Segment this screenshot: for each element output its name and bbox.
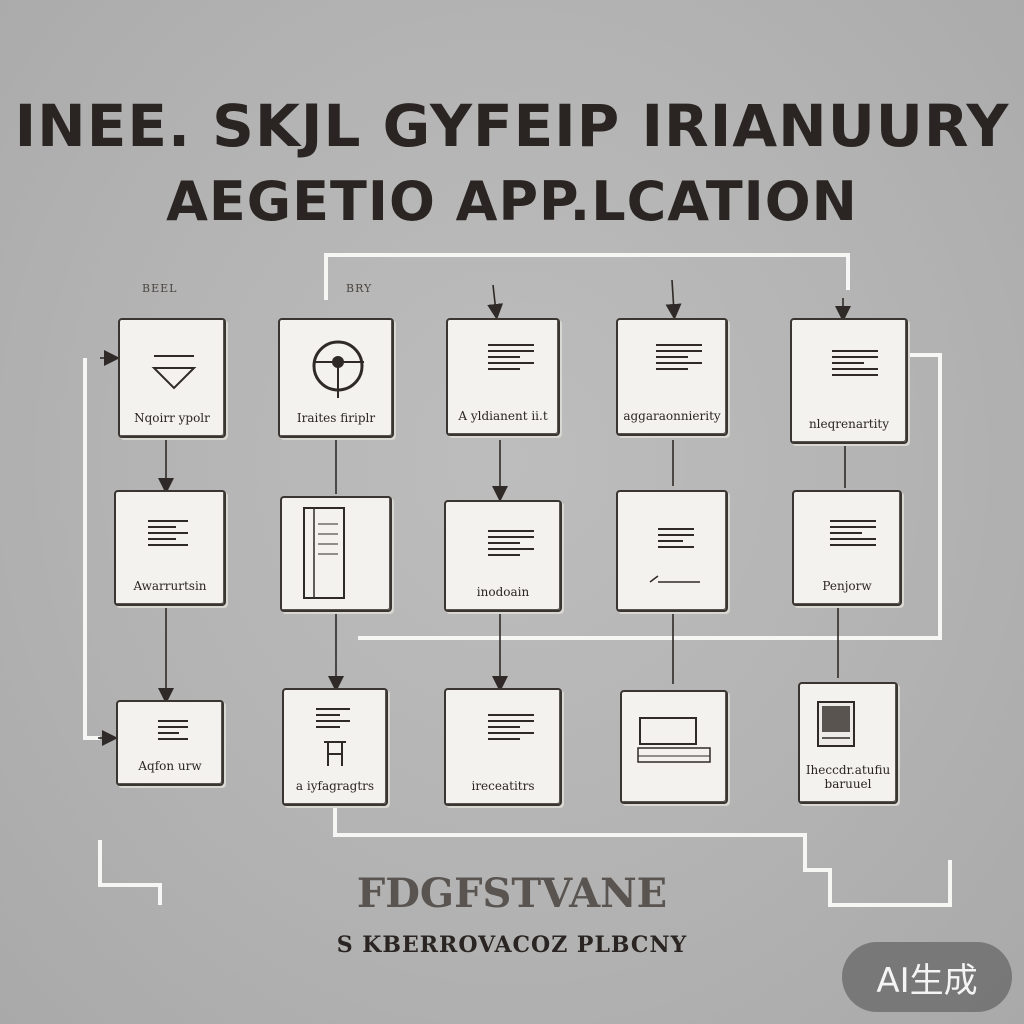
frame-icon xyxy=(637,717,711,763)
ai-generated-badge: AI生成 xyxy=(842,942,1012,1012)
footer-heading: FDGFSTVANE xyxy=(356,870,668,917)
node-label: A yldianent ii.t xyxy=(458,409,548,424)
document-icon xyxy=(488,530,534,566)
flow-node[interactable]: Awarrurtsin xyxy=(114,490,226,606)
node-label: ireceatitrs xyxy=(471,779,535,794)
right-bus-wire xyxy=(358,353,942,640)
node-label: Penjorw xyxy=(822,579,872,594)
top-bus-wire xyxy=(324,253,850,300)
triangle-icon xyxy=(151,355,197,390)
document-icon xyxy=(830,520,876,556)
flow-node[interactable]: Aqfon urw xyxy=(116,700,224,786)
flow-node[interactable]: nleqrenartity xyxy=(790,318,908,444)
flow-node[interactable]: a iyfagragtrs xyxy=(282,688,388,806)
circle-dial-icon xyxy=(312,340,364,398)
node-label: Nqoirr ypolr xyxy=(134,411,210,426)
node-label: Aqfon urw xyxy=(138,759,202,774)
node-label: Iraites firiplr xyxy=(296,411,376,426)
flow-node[interactable]: inodoain xyxy=(444,500,562,612)
left-stub-wire xyxy=(98,840,162,905)
footer-caption: S KBERROVACOZ PLBCNY xyxy=(336,932,688,958)
flow-node[interactable] xyxy=(620,690,728,804)
document-icon xyxy=(148,520,188,556)
document-icon xyxy=(832,350,878,386)
node-label: Awarrurtsin xyxy=(133,579,207,594)
flow-node[interactable]: Iraites firiplr xyxy=(278,318,394,438)
diagram-title: INEE. SKJL GYFEIP IRIANUURY xyxy=(14,92,1010,160)
stand-icon xyxy=(324,741,346,766)
document-icon xyxy=(488,714,534,750)
diagram-subtitle: AEGETIO APP.LCATION xyxy=(166,170,858,233)
document-icon xyxy=(316,708,350,744)
picture-icon xyxy=(817,701,855,747)
node-label: nleqrenartity xyxy=(808,417,890,432)
node-label: inodoain xyxy=(476,585,530,600)
flow-node[interactable]: Iheccdr.atufiu baruuel xyxy=(798,682,898,804)
flow-node[interactable] xyxy=(616,490,728,612)
document-icon xyxy=(658,528,694,564)
node-label: aggaraonnierity xyxy=(623,409,721,424)
document-icon xyxy=(656,344,702,380)
document-icon xyxy=(158,720,188,756)
node-label: a iyfagragtrs xyxy=(295,779,375,794)
flow-node[interactable] xyxy=(280,496,392,612)
column-tag: BEEL xyxy=(142,282,178,295)
baseline-icon xyxy=(649,575,700,583)
flow-node[interactable]: ireceatitrs xyxy=(444,688,562,806)
node-label: Iheccdr.atufiu baruuel xyxy=(805,763,891,792)
left-bus-wire xyxy=(83,358,100,740)
column-tag: BRY xyxy=(346,282,373,295)
book-icon xyxy=(303,507,345,599)
flow-node[interactable]: aggaraonnierity xyxy=(616,318,728,436)
flow-node[interactable]: A yldianent ii.t xyxy=(446,318,560,436)
flow-node[interactable]: Nqoirr ypolr xyxy=(118,318,226,438)
bottom-bus-wire xyxy=(333,808,952,907)
flow-node[interactable]: Penjorw xyxy=(792,490,902,606)
document-icon xyxy=(488,344,534,380)
